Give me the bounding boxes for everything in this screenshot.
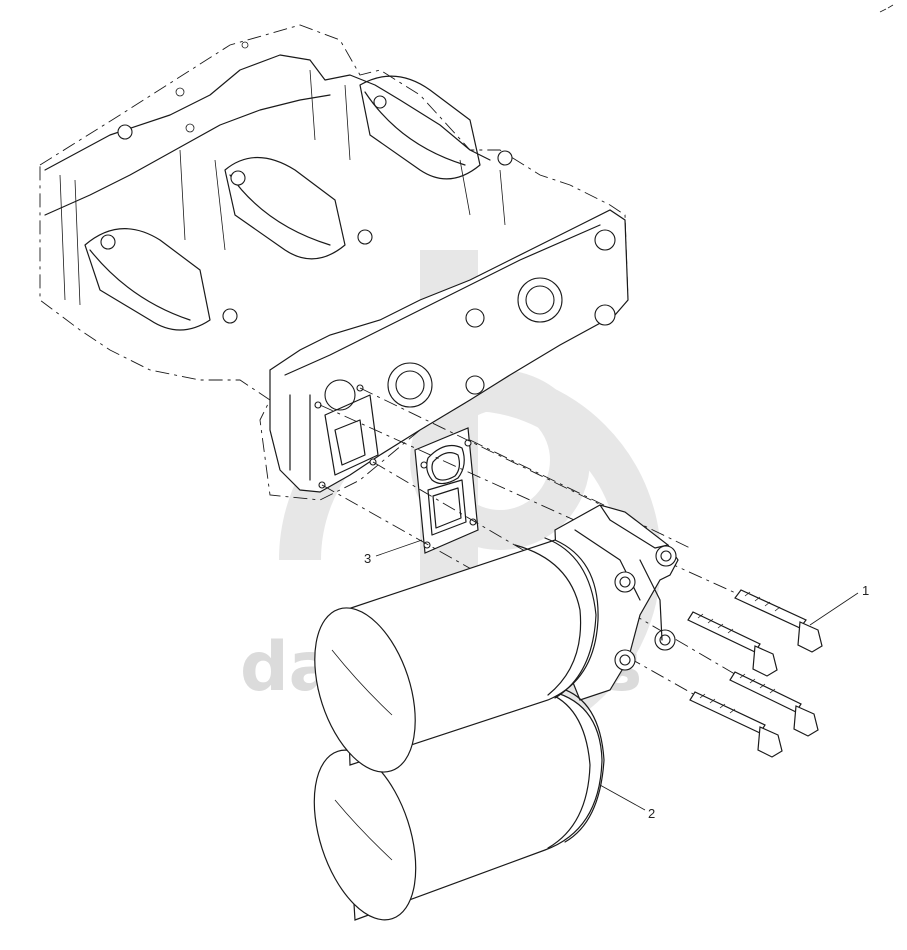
callouts: 1 2 3: [364, 539, 869, 821]
callout-label-2: 2: [648, 806, 655, 821]
bolt-1: [734, 589, 823, 653]
callout-1: 1: [809, 583, 869, 626]
bolt-2: [687, 611, 778, 677]
bolts: [687, 589, 823, 758]
bolt-4: [689, 691, 783, 758]
callout-2: 2: [599, 784, 655, 821]
callout-3: 3: [364, 539, 423, 566]
callout-label-1: 1: [862, 583, 869, 598]
bolt-3: [729, 671, 819, 737]
callout-label-3: 3: [364, 551, 371, 566]
corner-mark-icon: [879, 4, 894, 13]
gasket: [414, 427, 479, 554]
oil-filter-housing: [313, 504, 679, 921]
engine-block: [39, 24, 629, 501]
